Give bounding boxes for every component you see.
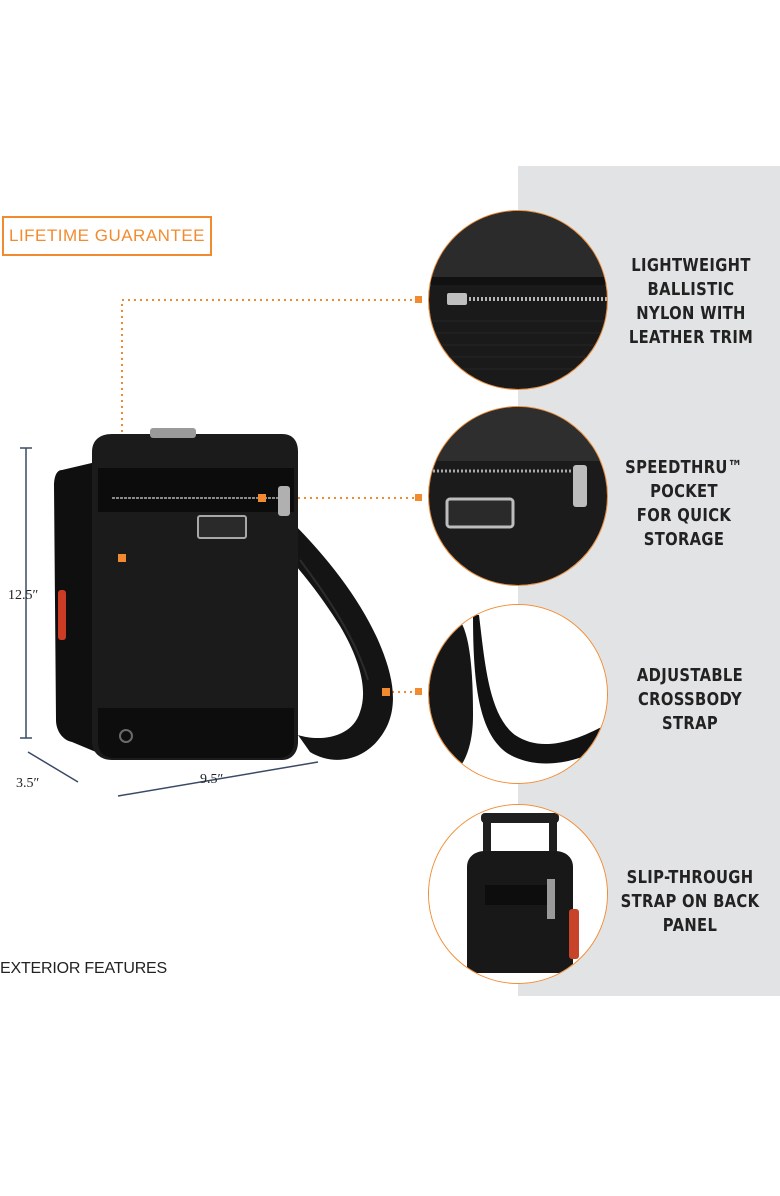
height-dimension-label: 12.5″ (8, 588, 39, 603)
lifetime-guarantee-badge: LIFETIME GUARANTEE (2, 216, 212, 256)
feature-line: LEATHER TRIM (628, 327, 754, 348)
feature-nylon-text: LIGHTWEIGHT BALLISTIC NYLON WITH LEATHER… (619, 254, 763, 350)
logo-plate (197, 515, 247, 539)
depth-dimension-line (27, 751, 79, 783)
ballistic-nylon-closeup-icon (428, 210, 608, 390)
feature-line: PANEL (662, 915, 718, 936)
width-dimension-label: 9.5″ (200, 772, 224, 787)
feature-slip-through-text: SLIP-THROUGH STRAP ON BACK PANEL (618, 866, 762, 938)
bag-side-panel (54, 462, 96, 752)
feature-line: ADJUSTABLE (636, 665, 744, 686)
width-dimension-line (117, 761, 319, 797)
side-zipper-pull (58, 590, 66, 640)
feature-pocket-text: SPEEDTHRU™ POCKET FOR QUICK STORAGE (612, 456, 756, 552)
bag-body (92, 434, 298, 760)
crossbody-strap (284, 520, 393, 760)
exterior-features-caption: EXTERIOR FEATURES (0, 960, 167, 977)
feature-strap-text: ADJUSTABLE CROSSBODY STRAP (618, 664, 762, 736)
crossbody-strap-closeup-icon (428, 604, 608, 784)
feature-line: STORAGE (643, 529, 725, 550)
feature-line: CROSSBODY (638, 689, 742, 710)
feature-line: SLIP-THROUGH (626, 867, 754, 888)
feature-line: NYLON WITH (636, 303, 746, 324)
front-pocket-closeup-icon (428, 406, 608, 586)
feature-line: STRAP (662, 713, 718, 734)
depth-dimension-label: 3.5″ (16, 776, 40, 791)
feature-line: BALLISTIC (647, 279, 735, 300)
feature-line: FOR QUICK (636, 505, 732, 526)
feature-line: SPEEDTHRU™ (625, 457, 743, 478)
lifetime-guarantee-label: LIFETIME GUARANTEE (8, 226, 206, 245)
luggage-passthrough-closeup-icon (428, 804, 608, 984)
feature-line: LIGHTWEIGHT (631, 255, 751, 276)
feature-line: STRAP ON BACK (620, 891, 760, 912)
feature-line: POCKET (650, 481, 718, 502)
